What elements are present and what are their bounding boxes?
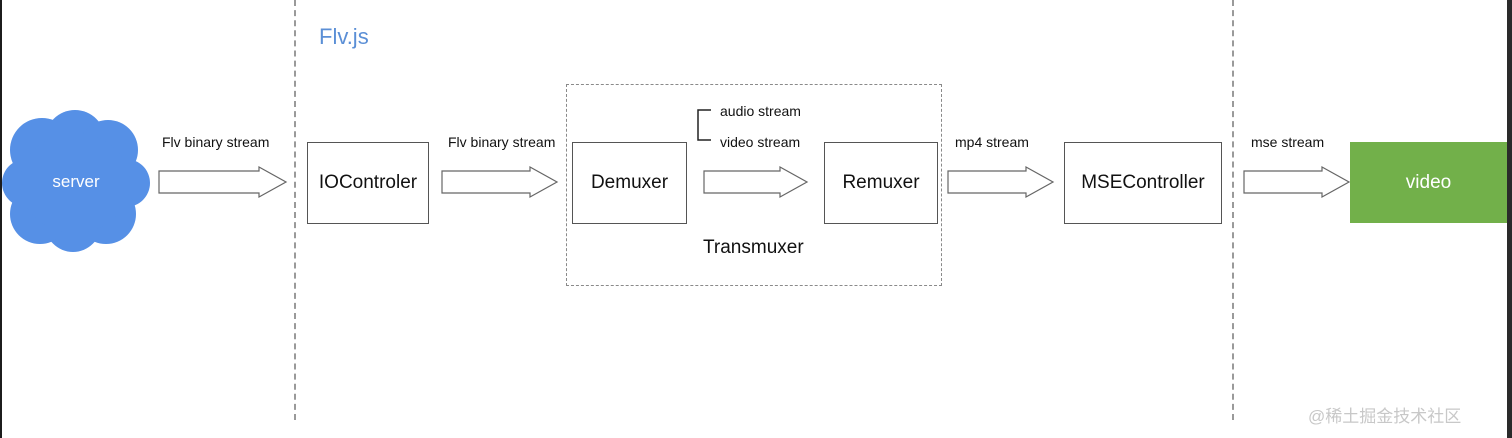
edge-label-video-stream: video stream [720, 134, 801, 150]
stream-bracket [697, 109, 711, 141]
io-controller-box: IOControler [307, 142, 429, 224]
arrow-mse-to-video [1243, 165, 1351, 199]
right-border [1507, 0, 1512, 438]
watermark: @稀土掘金技术社区 [1308, 407, 1462, 426]
transmuxer-group [566, 84, 942, 286]
edge-label-mse-to-video: mse stream [1251, 134, 1325, 150]
remuxer-box: Remuxer [824, 142, 938, 224]
transmuxer-label: Transmuxer [703, 237, 804, 258]
flvjs-boundary-right [1232, 0, 1234, 420]
edge-label-audio-stream: audio stream [720, 103, 801, 119]
io-controller-label: IOControler [318, 172, 418, 193]
edge-label-remuxer-to-mse: mp4 stream [955, 134, 1029, 150]
video-label: video [1405, 171, 1452, 193]
server-cloud-icon [2, 110, 150, 252]
arrow-server-to-io [158, 165, 288, 199]
server-label: server [52, 172, 100, 191]
remuxer-label: Remuxer [842, 172, 920, 193]
arrow-io-to-demuxer [441, 165, 559, 199]
left-border [0, 0, 2, 438]
mse-controller-box: MSEController [1064, 142, 1222, 224]
flvjs-boundary-left [294, 0, 296, 420]
flvjs-title: Flv.js [319, 24, 369, 49]
arrow-demuxer-to-remuxer [703, 165, 809, 199]
video-box: video [1350, 142, 1507, 223]
demuxer-box: Demuxer [572, 142, 687, 224]
mse-controller-label: MSEController [1081, 172, 1205, 193]
demuxer-label: Demuxer [590, 172, 669, 193]
edge-label-io-to-demuxer: Flv binary stream [448, 134, 556, 150]
edge-label-server-to-io: Flv binary stream [162, 134, 270, 150]
arrow-remuxer-to-mse [947, 165, 1055, 199]
